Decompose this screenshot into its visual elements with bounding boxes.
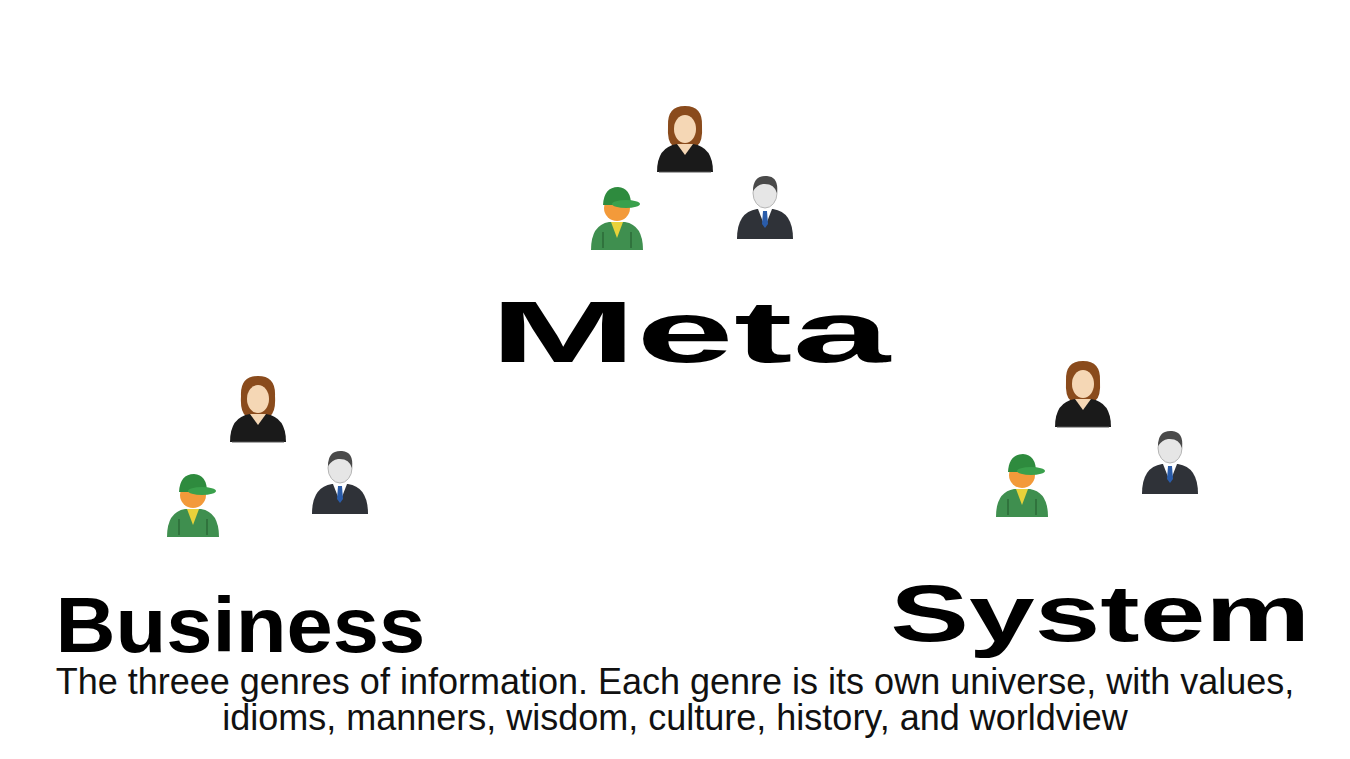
- worker-icon: [167, 474, 219, 537]
- businessman-icon: [1142, 431, 1198, 494]
- cloud-fill: [25, 445, 125, 552]
- cloud-fill: [1178, 388, 1309, 516]
- cloud-outline: [1148, 447, 1259, 555]
- cloud-fill: [986, 315, 1158, 482]
- cloud-outline: [580, 35, 750, 205]
- cloud-fill: [475, 155, 575, 255]
- cloud-inner-arc: [133, 401, 215, 458]
- woman-icon: [657, 106, 713, 172]
- cloud-shape: [475, 35, 900, 283]
- cloud-fill: [910, 383, 1052, 520]
- cloud-fill: [580, 35, 750, 205]
- cloud-outline: [986, 315, 1158, 482]
- cloud-outline: [910, 383, 1052, 520]
- genre-label: Meta: [490, 288, 890, 375]
- cloud-fill: [770, 110, 900, 240]
- cloud-inner-arc: [705, 148, 787, 165]
- cloud-outline: [25, 445, 125, 552]
- cloud-shape: [880, 315, 1310, 558]
- cloud-outline: [770, 110, 900, 240]
- cloud-inner-arc: [1113, 426, 1196, 442]
- cloud-fill: [1148, 447, 1259, 555]
- businessman-icon: [737, 176, 793, 239]
- cloud-node: Business: [15, 295, 460, 664]
- genre-label: Business: [55, 586, 425, 664]
- businessman-icon: [312, 451, 368, 514]
- cloud-outline: [130, 316, 300, 499]
- cloud-node: System: [870, 295, 1320, 654]
- genre-label: System: [890, 574, 1310, 654]
- woman-icon: [230, 376, 286, 442]
- caption-text: The threee genres of information. Each g…: [20, 664, 1330, 736]
- cloud-outline: [880, 432, 981, 530]
- cloud-outline: [475, 155, 575, 255]
- cloud-fill: [880, 432, 981, 530]
- worker-icon: [591, 187, 643, 250]
- cloud-outline: [1178, 388, 1309, 516]
- cloud-inner-arc: [583, 114, 665, 167]
- woman-icon: [1055, 361, 1111, 427]
- worker-icon: [996, 454, 1048, 517]
- cloud-node: Meta: [465, 15, 910, 375]
- cloud-fill: [130, 316, 300, 499]
- cloud-shape: [25, 316, 450, 582]
